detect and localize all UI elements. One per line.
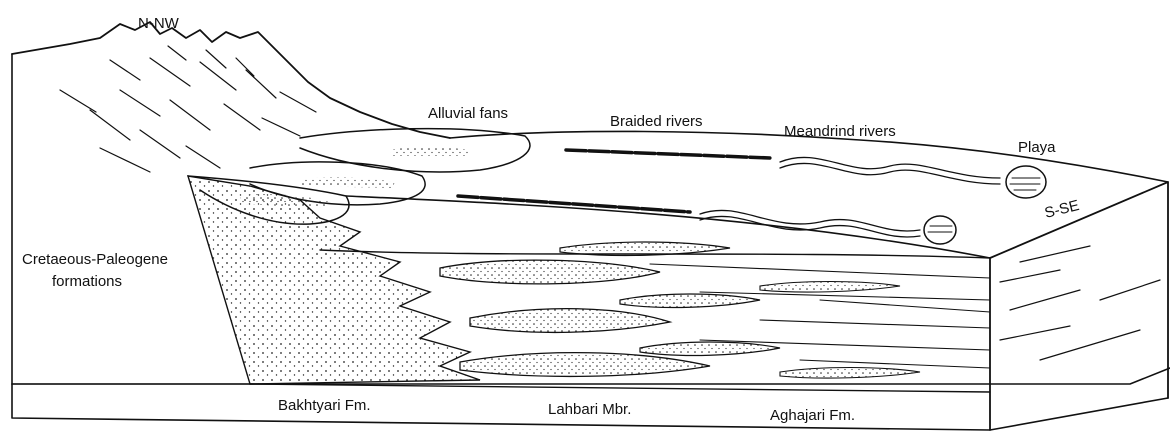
- label-sse: S-SE: [1043, 197, 1081, 222]
- label-cretaceous-1: Cretaeous-Paleogene: [22, 251, 168, 268]
- label-aghajari: Aghajari Fm.: [770, 407, 855, 424]
- label-lahbari: Lahbari Mbr.: [548, 401, 631, 418]
- label-bakhtyari: Bakhtyari Fm.: [278, 397, 371, 414]
- label-playa: Playa: [1018, 139, 1056, 156]
- label-meandering-rivers: Meandrind rivers: [784, 123, 896, 140]
- label-cretaceous-2: formations: [52, 273, 122, 290]
- label-alluvial-fans: Alluvial fans: [428, 105, 508, 122]
- mountain-range: [12, 22, 450, 172]
- base-slab: [12, 368, 1170, 430]
- sand-lenses: [440, 242, 1160, 378]
- label-braided-rivers: Braided rivers: [610, 113, 703, 130]
- label-nnw: N-NW: [138, 15, 180, 32]
